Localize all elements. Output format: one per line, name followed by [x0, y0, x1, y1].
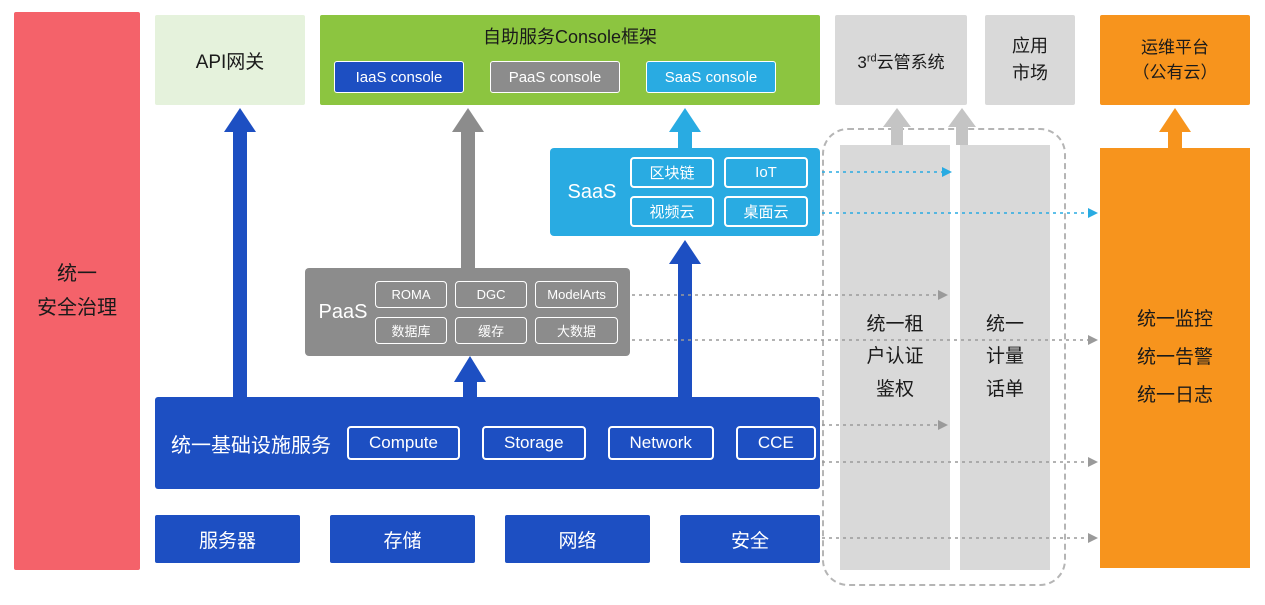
shared-services-dashed-frame: [822, 128, 1066, 586]
saas-label: SaaS: [567, 180, 617, 203]
infrastructure-label: 统一基础设施服务: [171, 434, 331, 457]
arrow-saas-to-console: [669, 108, 701, 148]
paas-item-modelarts: ModelArts: [535, 280, 618, 308]
infra-item-cce: CCE: [735, 426, 816, 460]
saas-item-blockchain: 区块链: [630, 157, 714, 188]
saas-items: 区块链 IoT 视频云 桌面云: [630, 157, 808, 227]
third-party-superscript: rd: [866, 51, 877, 64]
paas-console-chip: PaaS console: [490, 61, 620, 93]
iaas-console-chip: IaaS console: [334, 61, 464, 93]
infra-item-storage: Storage: [481, 426, 586, 460]
monitoring-box: 统一监控 统一告警 统一日志: [1100, 148, 1250, 568]
arrow-monitor-to-ops-platform: [1159, 108, 1191, 148]
paas-item-roma: ROMA: [375, 280, 448, 308]
paas-label: PaaS: [318, 300, 368, 323]
infra-item-compute: Compute: [347, 426, 460, 460]
tenant-auth-bar: 统一租 户认证 鉴权: [840, 145, 950, 570]
resource-network-box: 网络: [505, 515, 650, 563]
resource-security-box: 安全: [680, 515, 820, 563]
security-governance-bar: 统一 安全治理: [14, 12, 140, 570]
console-framework-box: 自助服务Console框架 IaaS console PaaS console …: [320, 15, 820, 105]
saas-console-chip: SaaS console: [646, 61, 776, 93]
api-gateway-box: API网关: [155, 15, 305, 105]
app-market-box: 应用 市场: [985, 15, 1075, 105]
arrow-infra-to-saas: [669, 240, 701, 397]
paas-item-cache: 缓存: [455, 316, 528, 344]
third-party-cloud-box: 3rd云管系统: [835, 15, 967, 105]
console-row: IaaS console PaaS console SaaS console: [334, 61, 776, 93]
arrow-infra-to-paas: [454, 356, 486, 397]
paas-item-database: 数据库: [375, 316, 448, 344]
resource-server-box: 服务器: [155, 515, 300, 563]
paas-box: PaaS ROMA DGC ModelArts 数据库 缓存 大数据: [305, 268, 630, 356]
saas-item-desktop-cloud: 桌面云: [724, 196, 808, 227]
paas-item-dgc: DGC: [455, 280, 528, 308]
saas-item-video-cloud: 视频云: [630, 196, 714, 227]
saas-box: SaaS 区块链 IoT 视频云 桌面云: [550, 148, 820, 236]
infrastructure-items: Compute Storage Network CCE: [347, 426, 816, 460]
metering-bar: 统一 计量 话单: [960, 145, 1050, 570]
paas-item-bigdata: 大数据: [535, 316, 618, 344]
paas-items: ROMA DGC ModelArts 数据库 缓存 大数据: [375, 280, 618, 344]
arrow-infra-to-api-gateway: [224, 108, 256, 397]
arrow-paas-to-console: [452, 108, 484, 268]
console-framework-title: 自助服务Console框架: [482, 27, 658, 47]
ops-platform-box: 运维平台 （公有云）: [1100, 15, 1250, 105]
saas-item-iot: IoT: [724, 157, 808, 188]
infra-item-network: Network: [607, 426, 714, 460]
resource-storage-box: 存储: [330, 515, 475, 563]
third-party-cloud-label: 3rd云管系统: [857, 51, 945, 72]
infrastructure-box: 统一基础设施服务 Compute Storage Network CCE: [155, 397, 820, 489]
